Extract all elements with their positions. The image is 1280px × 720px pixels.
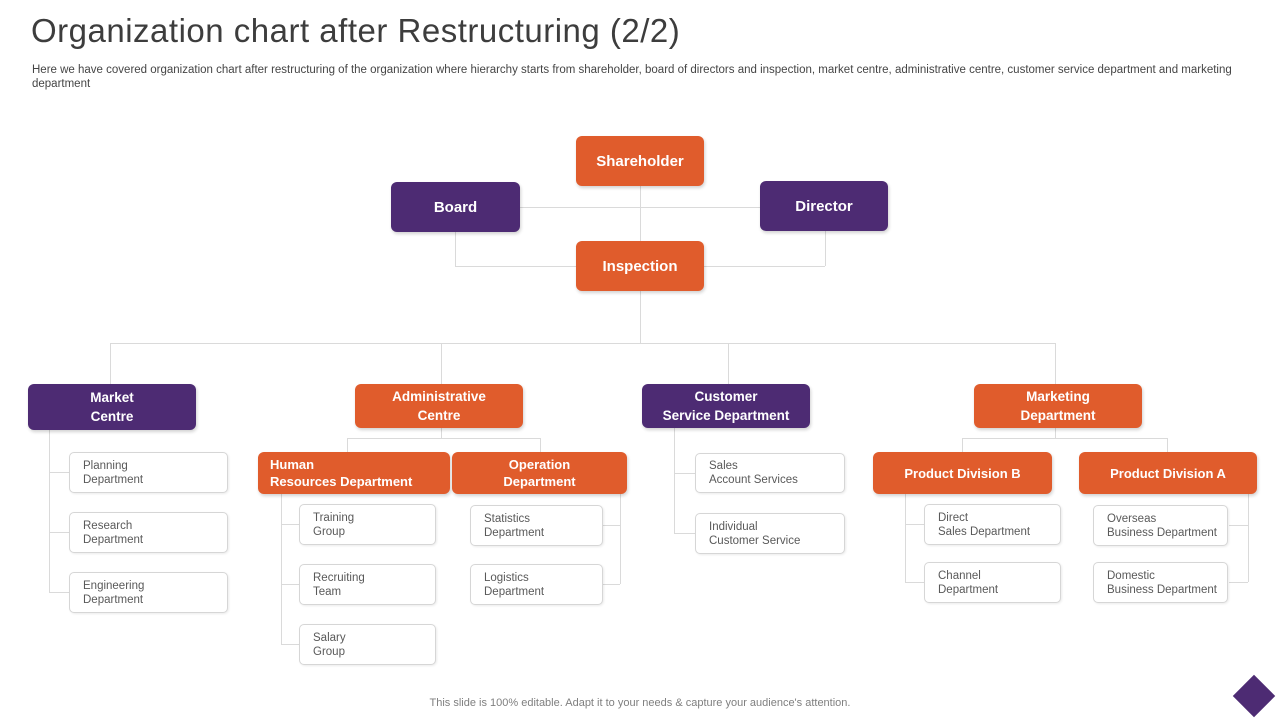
- connector-line: [49, 592, 69, 593]
- node-domestic-business-department[interactable]: Domestic Business Department: [1093, 562, 1228, 603]
- node-overseas-business-department[interactable]: Overseas Business Department: [1093, 505, 1228, 546]
- node-shareholder[interactable]: Shareholder: [576, 136, 704, 186]
- connector-line: [962, 438, 1167, 439]
- node-logistics-department[interactable]: Logistics Department: [470, 564, 603, 605]
- slide-title: Organization chart after Restructuring (…: [31, 12, 681, 49]
- connector-line: [905, 494, 906, 582]
- connector-line: [728, 343, 729, 384]
- node-statistics-department[interactable]: Statistics Department: [470, 505, 603, 546]
- node-customer-service-department[interactable]: Customer Service Department: [642, 384, 810, 428]
- connector-line: [281, 584, 299, 585]
- connector-line: [110, 343, 111, 384]
- node-individual-customer-service[interactable]: Individual Customer Service: [695, 513, 845, 554]
- connector-line: [603, 525, 620, 526]
- node-inspection[interactable]: Inspection: [576, 241, 704, 291]
- connector-line: [281, 494, 282, 644]
- diamond-decoration-icon: [1232, 674, 1276, 718]
- connector-line: [1229, 582, 1248, 583]
- connector-line: [455, 266, 576, 267]
- connector-line: [520, 207, 762, 208]
- connector-line: [1055, 428, 1056, 438]
- connector-line: [905, 524, 924, 525]
- node-recruiting-team[interactable]: Recruiting Team: [299, 564, 436, 605]
- connector-line: [441, 428, 442, 438]
- connector-line: [674, 473, 695, 474]
- node-channel-department[interactable]: Channel Department: [924, 562, 1061, 603]
- connector-line: [825, 231, 826, 266]
- connector-line: [1229, 525, 1248, 526]
- node-product-division-b[interactable]: Product Division B: [873, 452, 1052, 494]
- node-administrative-centre[interactable]: Administrative Centre: [355, 384, 523, 428]
- connector-line: [1248, 494, 1249, 582]
- connector-line: [110, 343, 1055, 344]
- connector-line: [49, 430, 50, 592]
- node-market-centre[interactable]: Market Centre: [28, 384, 196, 430]
- node-research-department[interactable]: Research Department: [69, 512, 228, 553]
- connector-line: [674, 428, 675, 533]
- connector-line: [455, 232, 456, 266]
- editable-note: This slide is 100% editable. Adapt it to…: [429, 697, 851, 709]
- connector-line: [674, 533, 695, 534]
- connector-line: [281, 644, 299, 645]
- node-training-group[interactable]: Training Group: [299, 504, 436, 545]
- connector-line: [603, 584, 620, 585]
- connector-line: [620, 494, 621, 584]
- connector-line: [1055, 343, 1056, 384]
- connector-line: [441, 343, 442, 384]
- connector-line: [49, 472, 69, 473]
- node-planning-department[interactable]: Planning Department: [69, 452, 228, 493]
- connector-line: [704, 266, 825, 267]
- connector-line: [1167, 438, 1168, 452]
- node-director[interactable]: Director: [760, 181, 888, 231]
- connector-line: [281, 524, 299, 525]
- connector-line: [640, 186, 641, 241]
- node-direct-sales-department[interactable]: Direct Sales Department: [924, 504, 1061, 545]
- node-product-division-a[interactable]: Product Division A: [1079, 452, 1257, 494]
- connector-line: [347, 438, 540, 439]
- connector-line: [347, 438, 348, 452]
- connector-line: [905, 582, 924, 583]
- connector-line: [49, 532, 69, 533]
- connector-line: [962, 438, 963, 452]
- connector-line: [640, 291, 641, 343]
- slide-subtitle: Here we have covered organization chart …: [32, 64, 1232, 90]
- node-human-resources-department[interactable]: Human Resources Department: [258, 452, 450, 494]
- node-sales-account-services[interactable]: Sales Account Services: [695, 453, 845, 493]
- node-engineering-department[interactable]: Engineering Department: [69, 572, 228, 613]
- connector-line: [540, 438, 541, 452]
- node-operation-department[interactable]: Operation Department: [452, 452, 627, 494]
- node-salary-group[interactable]: Salary Group: [299, 624, 436, 665]
- node-marketing-department[interactable]: Marketing Department: [974, 384, 1142, 428]
- node-board[interactable]: Board: [391, 182, 520, 232]
